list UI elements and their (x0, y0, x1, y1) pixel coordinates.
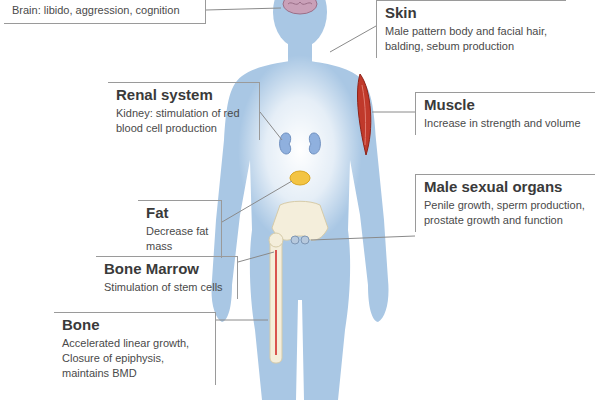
effect-text: Kidney: stimulation of red blood cell pr… (116, 106, 251, 136)
brain-icon (283, 0, 317, 14)
effect-text: Penile growth, sperm production, prostat… (424, 198, 587, 228)
bone-marrow-label: Bone MarrowStimulation of stem cells (96, 256, 238, 299)
fat-icon (290, 171, 310, 185)
brain-label: Brain: libido, aggression, cognition (4, 0, 206, 24)
kidney-icons (280, 133, 321, 154)
organ-heading: Male sexual organs (424, 178, 587, 196)
effect-text: Stimulation of stem cells (104, 280, 229, 295)
silhouette (211, 0, 388, 400)
organ-heading: Skin (385, 4, 558, 22)
organ-heading: Bone (62, 316, 207, 334)
muscle-icon (358, 74, 371, 155)
pelvis-and-femur (269, 201, 328, 363)
organ-heading: Muscle (424, 96, 587, 114)
effect-text: Brain: libido, aggression, cognition (12, 3, 197, 18)
skin-label: SkinMale pattern body and facial hair, b… (376, 0, 566, 58)
organ-heading: Renal system (116, 86, 251, 104)
sexual-organs-label: Male sexual organsPenile growth, sperm p… (415, 174, 595, 232)
effect-text: Accelerated linear growth, Closure of ep… (62, 336, 207, 381)
organ-heading: Fat (146, 204, 213, 222)
fat-label: FatDecrease fat mass (138, 200, 222, 258)
bone-label: BoneAccelerated linear growth, Closure o… (54, 312, 216, 385)
effect-text: Decrease fat mass (146, 224, 213, 254)
effect-text: Male pattern body and facial hair, baldi… (385, 24, 558, 54)
muscle-label: MuscleIncrease in strength and volume (415, 92, 595, 135)
testes-icon (291, 236, 309, 244)
organ-heading: Bone Marrow (104, 260, 229, 278)
effect-text: Increase in strength and volume (424, 116, 587, 131)
renal-label: Renal systemKidney: stimulation of red b… (108, 82, 260, 140)
